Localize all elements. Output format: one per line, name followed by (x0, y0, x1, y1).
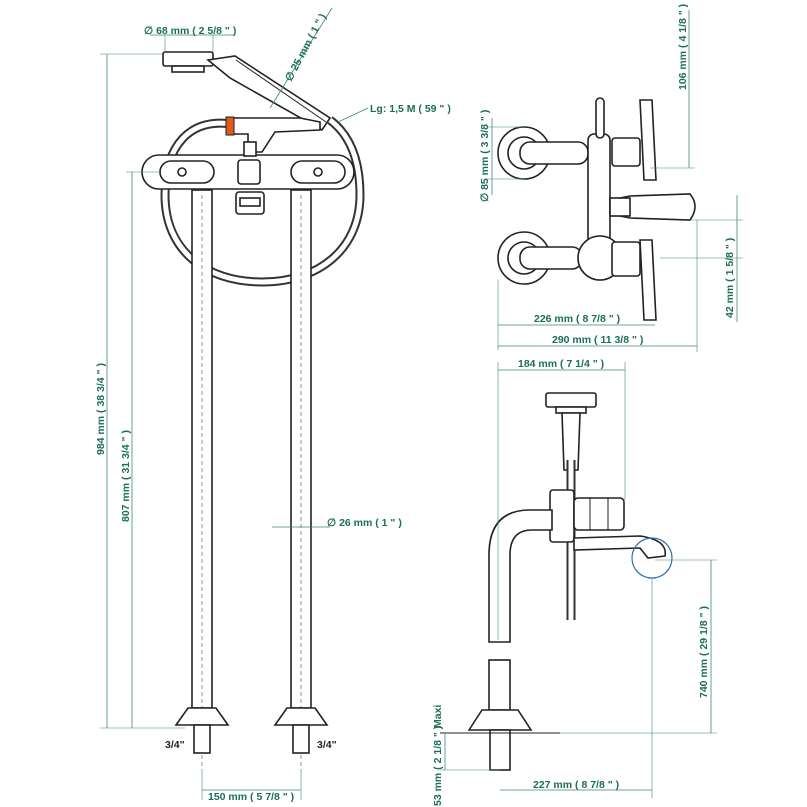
pipe-diameter-label: ∅ 26 mm ( 1 " ) (327, 517, 402, 529)
side-width-label: 184 mm ( 7 1/4 " ) (518, 358, 604, 370)
total-height-label: 984 mm ( 38 3/4 " ) (95, 363, 107, 455)
side-view: 184 mm ( 7 1/4 " ) 740 mm ( 29 1/8 " ) M… (432, 358, 717, 806)
spout-reach-label: 227 mm ( 8 7/8 " ) (533, 779, 619, 791)
top-view: ∅ 85 mm ( 3 3/8 " ) 106 mm ( 4 1/8 " ) 4… (479, 4, 743, 352)
thread-right-label: 3/4" (317, 739, 337, 751)
supply-columns (174, 189, 329, 770)
handshower (162, 51, 332, 132)
depth-total-label: 290 mm ( 11 3/8 " ) (552, 334, 643, 346)
offset-label: 42 mm ( 1 5/8 " ) (724, 238, 736, 318)
column-height-label: 807 mm ( 31 3/4 " ) (120, 430, 132, 522)
rosette-diameter-label: ∅ 85 mm ( 3 3/8 " ) (479, 110, 491, 202)
mixer-body (141, 141, 355, 215)
hose-diameter-label: ∅ 25 mm ( 1 " ) (283, 12, 329, 84)
handle-height-label: 106 mm ( 4 1/8 " ) (677, 4, 689, 90)
handshower-diameter-label: ∅ 68 mm ( 2 5/8 " ) (144, 25, 236, 37)
hose-length-label: Lg: 1,5 M ( 59 " ) (370, 103, 451, 115)
floor-depth-label: 53 mm ( 2 1/8 " ) (432, 726, 444, 806)
center-distance-label: 150 mm ( 5 7/8 " ) (208, 791, 294, 803)
front-view: 3/4" 3/4" ∅ 68 mm ( 2 5/8 " ) ∅ 25 mm ( … (95, 7, 451, 803)
spout-height-label: 740 mm ( 29 1/8 " ) (698, 606, 710, 698)
depth-inner-label: 226 mm ( 8 7/8 " ) (534, 313, 620, 325)
maxi-label: Maxi (432, 705, 444, 728)
thread-left-label: 3/4" (165, 739, 185, 751)
